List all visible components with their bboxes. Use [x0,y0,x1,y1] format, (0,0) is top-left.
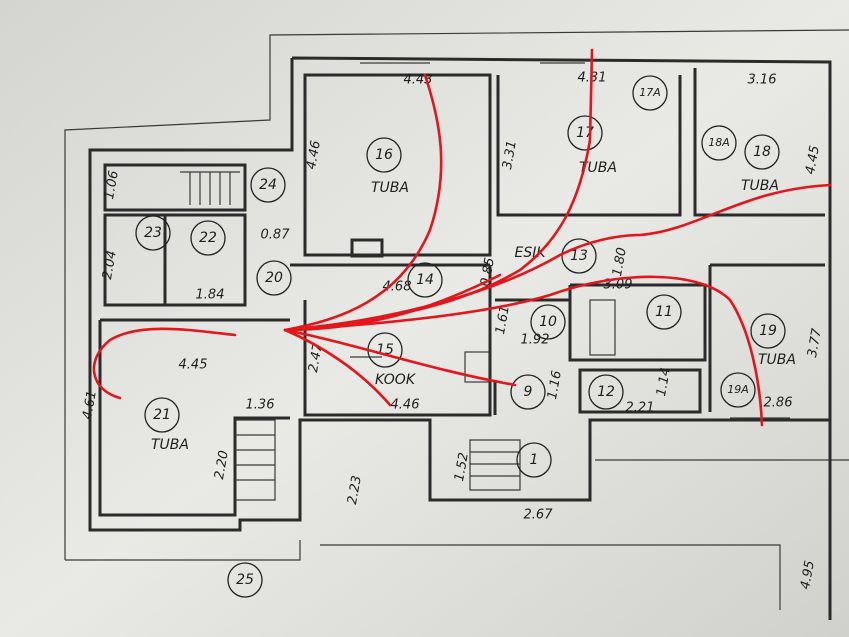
dimension-label: 4.61 [80,389,100,420]
red-line-to-room-21 [92,327,237,400]
room-number: 12 [597,384,615,400]
room-number: 19A [727,383,749,396]
dimension-label: 4.45 [179,358,208,373]
dimension-label: 2.86 [764,396,793,411]
room-number: 25 [236,572,254,588]
room-number: 21 [153,407,171,423]
room-number: 14 [416,272,434,288]
room-name-tuba: TUBA [151,437,189,453]
dimension-label: 2.20 [212,449,232,480]
red-line-to-room-16 [283,73,443,332]
dimension-label: 4.46 [304,139,324,170]
room-number-circle [750,313,786,349]
dimension-label: 1.52 [452,451,472,482]
room-number: 18 [753,144,771,160]
room-number-circle [632,75,668,111]
room-number-circle [227,562,263,598]
room-number-circle [366,137,402,173]
dimension-label: 3.16 [748,73,777,88]
dimension-label: 3.31 [500,139,520,170]
room-number: 17A [639,86,661,99]
dimension-label: 1.36 [246,398,275,413]
dimension-label: 2.67 [524,508,554,523]
room-number-circle [561,238,597,274]
room-name-tuba: TUBA [579,160,617,176]
room-number-circle [135,215,171,251]
red-markup-lines [92,48,832,427]
room-number: 13 [570,248,588,264]
room-number-circle [190,220,226,256]
room-number-circle [516,442,552,478]
room-number: 23 [144,225,162,241]
room-number-circle [567,115,603,151]
dimension-label: 3.77 [805,327,825,359]
room-number: 24 [259,177,277,193]
room-number: 10 [539,314,557,330]
room-number-circle [250,167,286,203]
room-number: 1 [530,452,539,468]
room-number: 16 [375,147,393,163]
room-number-circle [144,397,180,433]
dimension-label: 4.45 [803,144,823,175]
dimension-label: 1.61 [493,304,513,335]
dimension-label: 3.09 [604,278,633,293]
dimension-label: 4.46 [391,398,420,413]
room-name-esik: ESIK [514,245,547,261]
dimension-label: 0.87 [261,228,291,243]
room-name-kook: KOOK [375,372,417,388]
room-number: 22 [199,230,217,246]
dimension-label: 1.92 [521,333,550,348]
room-number-circle [510,374,546,410]
room-name-tuba: TUBA [758,352,796,368]
dimension-label: 1.80 [610,246,630,277]
dimension-label: 1.84 [196,288,225,303]
room-number: 20 [265,270,283,286]
room-number-circle [256,260,292,296]
red-line-to-room-15 [283,328,392,407]
dimension-label: 4.95 [798,559,818,590]
dimension-label: 4.68 [383,280,412,295]
dimension-label: 1.14 [654,366,674,397]
room-number-circle [744,134,780,170]
room-number-circle [530,304,566,340]
dimension-label: 1.16 [545,369,565,400]
room-number: 18A [708,136,730,149]
red-line-to-room-19 [283,275,764,427]
room-number-circle [701,125,737,161]
room-number: 19 [759,323,777,339]
walls [64,29,849,620]
dimension-label: 2.23 [345,474,365,505]
dimension-label: 2.21 [626,401,655,416]
dimension-label: 1.06 [102,169,122,200]
dimension-label: 2.04 [100,249,120,280]
room-number: 11 [655,304,673,320]
room-name-tuba: TUBA [371,180,409,196]
room-number-circle [407,262,443,298]
room-number-circle [720,372,756,408]
red-line-to-room-9 [283,328,517,387]
red-line-to-corridor [283,273,502,332]
room-name-tuba: TUBA [741,178,779,194]
room-number: 9 [524,384,533,400]
room-number-circle [646,294,682,330]
room-number-circle [588,374,624,410]
